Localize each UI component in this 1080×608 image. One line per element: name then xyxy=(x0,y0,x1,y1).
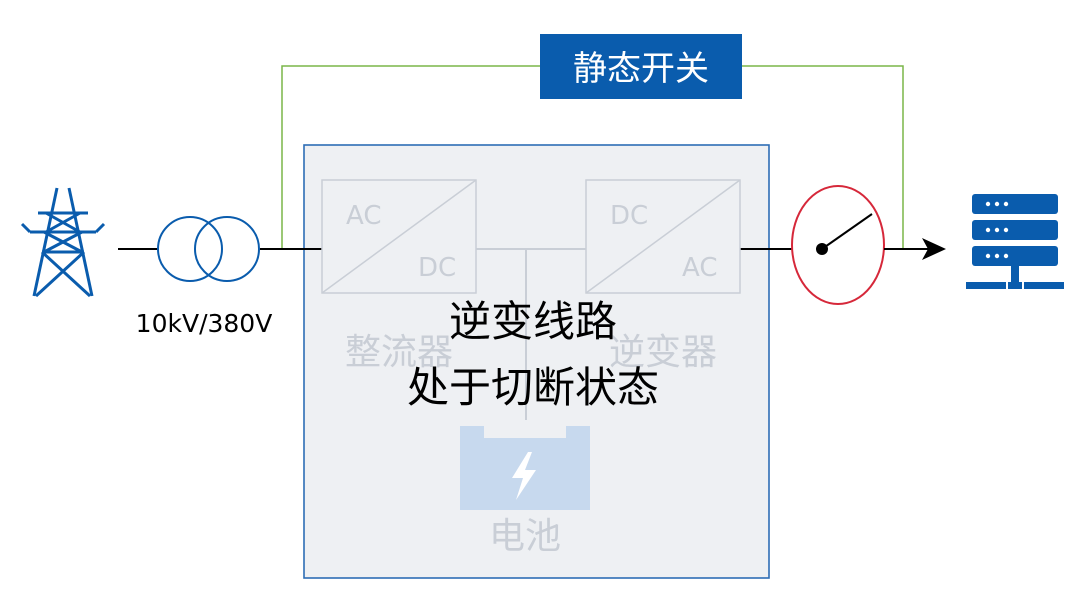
server-icon xyxy=(966,194,1064,289)
battery-icon: 电池 xyxy=(460,426,590,557)
static-switch-label: 静态开关 xyxy=(573,49,709,89)
inverter-in-label: DC xyxy=(610,201,648,231)
switch-icon xyxy=(791,185,885,305)
rectifier-label: 整流器 xyxy=(345,332,453,373)
battery-label: 电池 xyxy=(489,516,561,557)
rectifier-block: AC DC 整流器 xyxy=(321,179,477,373)
rectifier-in-label: AC xyxy=(346,201,381,231)
output-arrow-icon xyxy=(922,238,946,260)
rectifier-out-label: DC xyxy=(418,253,456,283)
inverter-out-label: AC xyxy=(682,253,717,283)
inverter-block: DC AC 逆变器 xyxy=(585,179,741,373)
static-switch-box: 静态开关 xyxy=(540,34,742,99)
transformer-label: 10kV/380V xyxy=(136,309,273,338)
lightning-icon xyxy=(512,452,536,500)
transformer-icon xyxy=(157,216,260,282)
inverter-label: 逆变器 xyxy=(609,332,717,373)
overlay-line1: 逆变线路 xyxy=(449,297,617,346)
overlay-line2: 处于切断状态 xyxy=(407,363,659,412)
power-tower-icon xyxy=(20,187,106,298)
